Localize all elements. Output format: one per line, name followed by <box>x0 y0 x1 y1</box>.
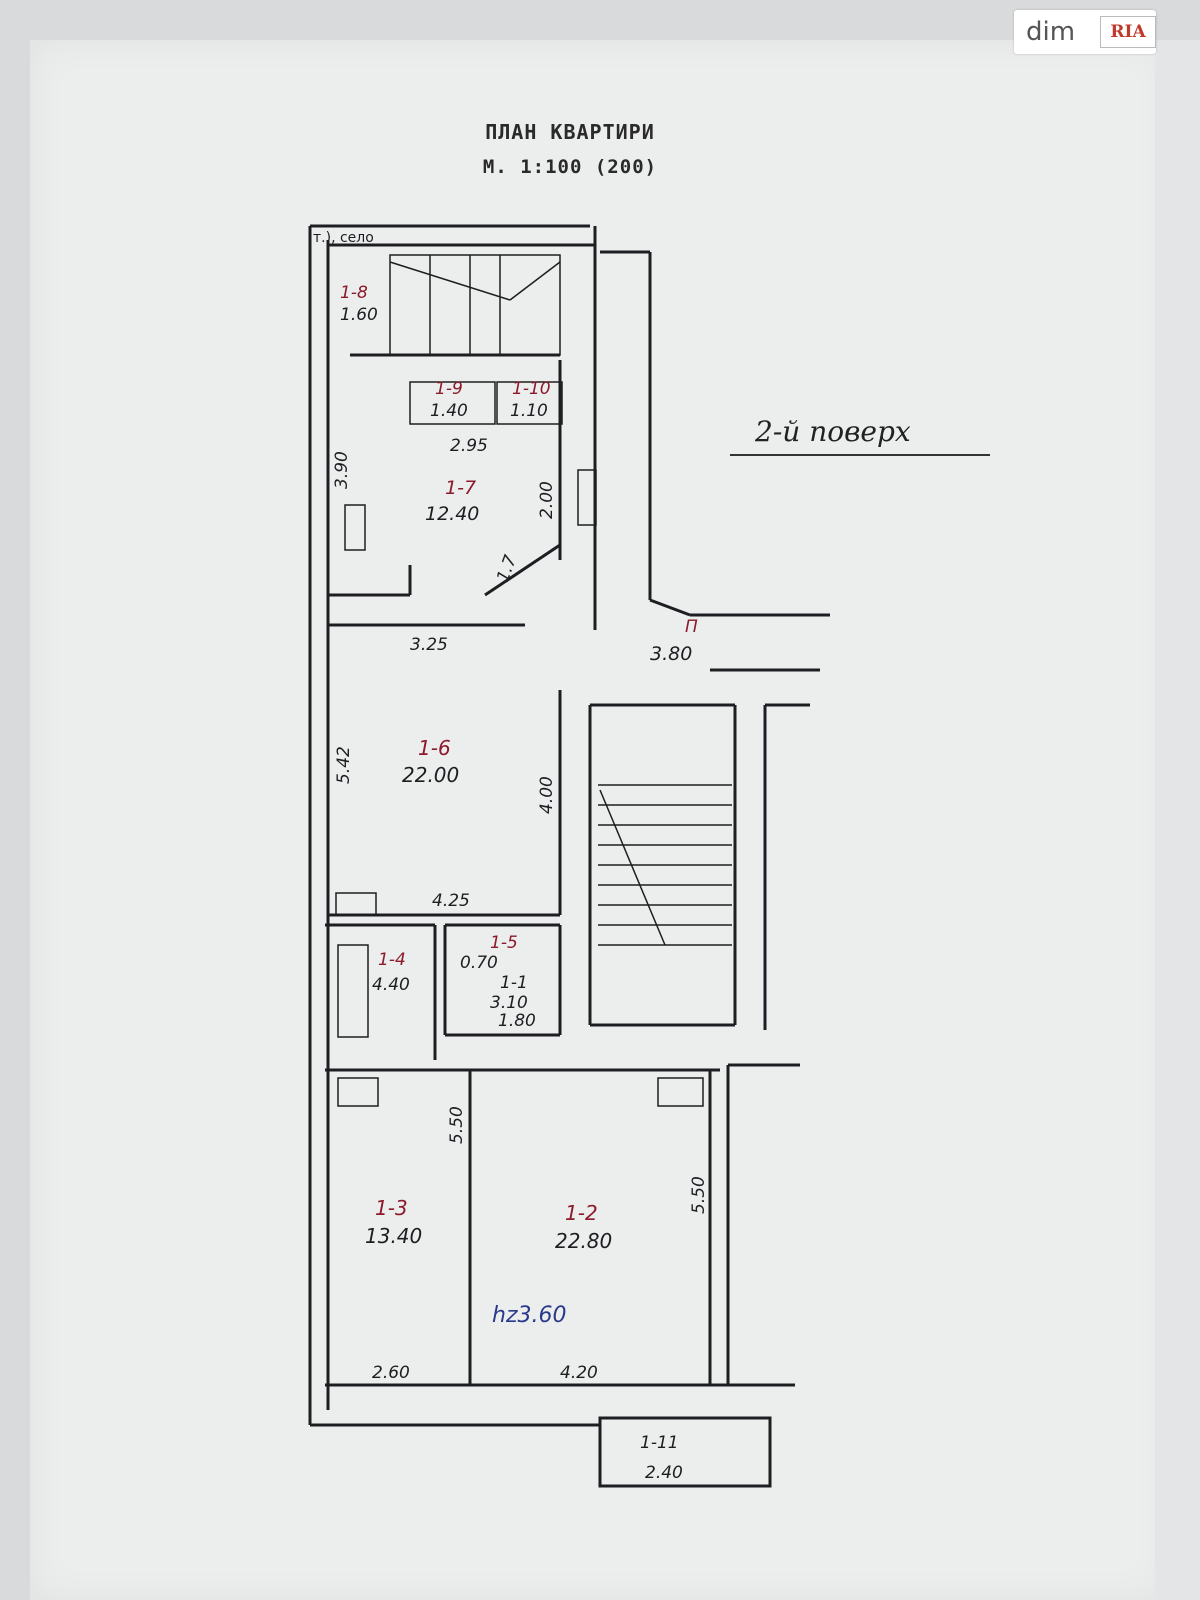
dim-label: 2.95 <box>450 436 488 456</box>
dim-label: 4.00 <box>537 776 557 814</box>
room-id: 1-4 <box>378 950 406 970</box>
dim-label: 5.50 <box>689 1176 709 1214</box>
ceiling-height: hz3.60 <box>492 1303 566 1328</box>
room-id: 1-8 <box>340 283 368 303</box>
paper-fold <box>1155 40 1200 1600</box>
room-id: 1-7 <box>445 477 476 499</box>
room-area: 0.70 <box>460 953 498 973</box>
room-area: 13.40 <box>365 1224 422 1248</box>
room-area: 12.40 <box>425 503 479 525</box>
room-id: 1-10 <box>512 379 551 399</box>
walls <box>308 224 830 1488</box>
room-area: 22.80 <box>555 1229 612 1253</box>
room-area: 4.40 <box>372 975 410 995</box>
logo-text: dim <box>1026 17 1076 47</box>
room-id: 1-9 <box>435 379 463 399</box>
room-id: 1-3 <box>375 1196 408 1220</box>
dim-label: 5.50 <box>447 1106 467 1144</box>
floor-underline <box>730 454 990 456</box>
room-area: 1.10 <box>510 401 548 421</box>
floor-label: 2-й поверх <box>755 415 911 448</box>
room-id: 1-11 <box>640 1433 679 1453</box>
room-area: 1.40 <box>430 401 468 421</box>
stair-details <box>335 254 732 1107</box>
corner-label: т.), село <box>313 230 374 246</box>
dim-label: 2.00 <box>537 481 557 519</box>
room-id: 1-2 <box>565 1201 598 1225</box>
dim-label: 5.42 <box>334 746 354 784</box>
room-area: 22.00 <box>402 763 459 787</box>
logo-mark: RIA <box>1100 16 1156 48</box>
dim-label: 3.90 <box>332 451 352 489</box>
room-area: 3.10 <box>490 993 528 1013</box>
dim-label: 1.80 <box>498 1011 536 1031</box>
room-area: 1.60 <box>340 305 378 325</box>
dim-label: 4.20 <box>560 1363 598 1383</box>
dim-label: 1.7 <box>493 552 521 584</box>
paper-sheet <box>30 40 1170 1600</box>
room-id: 1-5 <box>490 933 518 953</box>
room-id: П <box>685 617 698 637</box>
dim-label: 4.25 <box>432 891 470 911</box>
room-area: 3.80 <box>650 643 692 665</box>
room-area: 2.40 <box>645 1463 683 1483</box>
dim-label: 2.60 <box>372 1363 410 1383</box>
room-id: 1-6 <box>418 736 451 760</box>
dim-ria-logo[interactable]: dim RIA <box>1014 10 1156 54</box>
room-id: 1-1 <box>500 973 528 993</box>
plan-title: ПЛАН КВАРТИРИ <box>485 120 655 144</box>
plan-scale: М. 1:100 (200) <box>482 156 658 178</box>
room-labels: 1-8 1.60 1-9 1.40 1-10 1.10 1-7 12.40 П … <box>340 283 698 1483</box>
dim-label: 3.25 <box>410 635 448 655</box>
